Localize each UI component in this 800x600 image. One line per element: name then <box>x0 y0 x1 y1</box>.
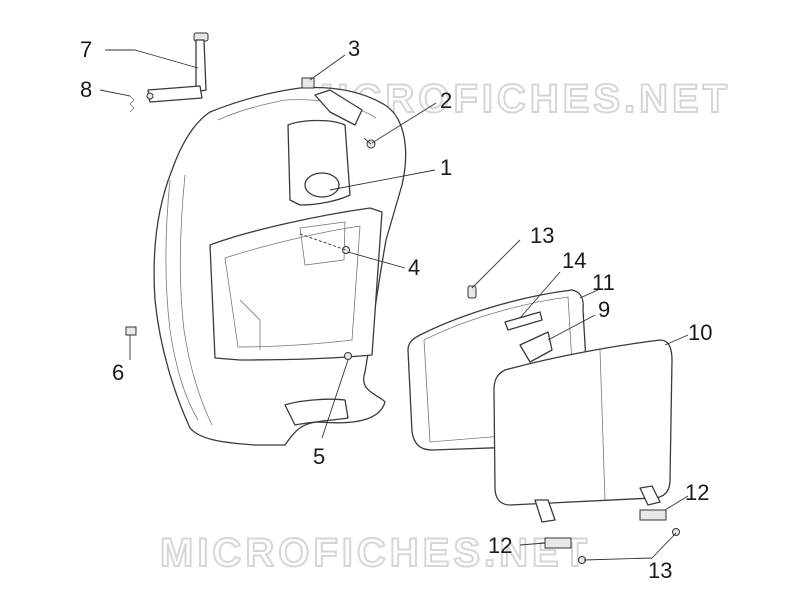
part-7-hook <box>193 32 209 93</box>
part-2-screw <box>314 89 376 149</box>
callout-6: 6 <box>112 360 124 385</box>
callout-10: 10 <box>688 320 712 345</box>
callout-9: 9 <box>598 297 610 322</box>
part-13-screw-right <box>672 528 680 536</box>
part-8-latch <box>129 85 203 113</box>
callout-7: 7 <box>80 37 92 62</box>
callout-13-bottom: 13 <box>648 558 672 583</box>
callout-5: 5 <box>313 444 325 469</box>
callout-12-right: 12 <box>685 480 709 505</box>
part-3-clip <box>301 77 315 89</box>
callout-12-left: 12 <box>488 533 512 558</box>
part-12-bracket-right <box>639 509 667 521</box>
callout-4: 4 <box>408 255 420 280</box>
callout-13-top: 13 <box>530 223 554 248</box>
part-5-screw <box>344 352 352 360</box>
callout-8: 8 <box>80 77 92 102</box>
callout-14: 14 <box>562 248 586 273</box>
callout-2: 2 <box>440 88 452 113</box>
part-4-screw <box>299 233 350 254</box>
part-10-door <box>493 339 673 523</box>
part-12-bracket-left <box>544 537 572 549</box>
part-13-screw-top <box>467 285 477 299</box>
callout-11: 11 <box>592 270 615 295</box>
leader-lines <box>99 49 689 561</box>
watermark-bottom: MICROFICHES.NET <box>160 531 591 575</box>
callout-1: 1 <box>440 155 452 180</box>
callout-3: 3 <box>348 36 360 61</box>
part-6-clip <box>125 326 137 336</box>
part-9-lock <box>519 331 553 363</box>
leg-shield-panel <box>153 86 407 446</box>
part-14-plate <box>504 311 543 331</box>
